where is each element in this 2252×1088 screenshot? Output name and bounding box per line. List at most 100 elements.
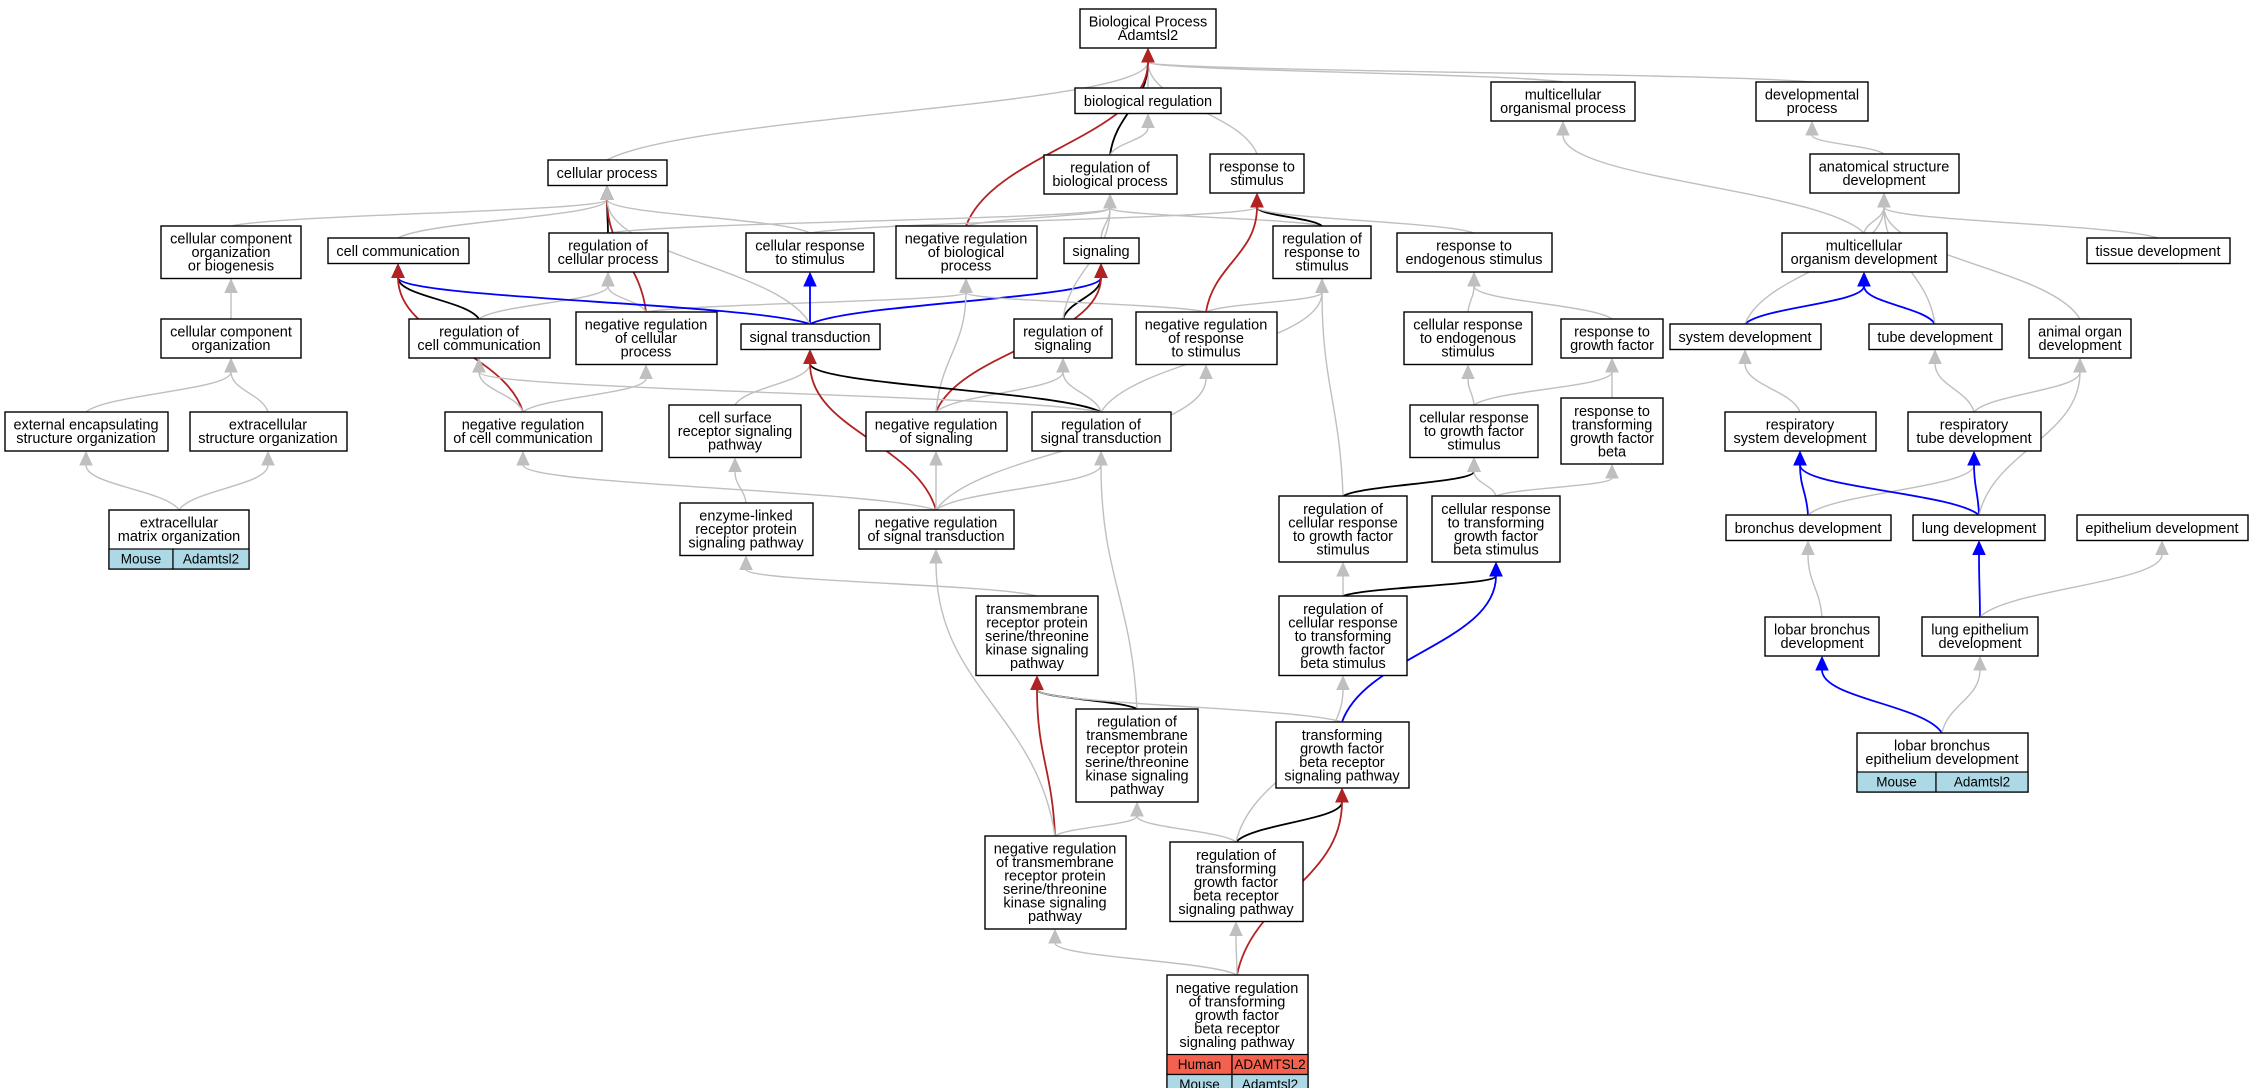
edge-is-a <box>1235 935 1238 976</box>
term-label-line: response to <box>1574 404 1650 420</box>
edge-is-a <box>1467 285 1475 313</box>
edge-positively-regulates <box>397 276 811 325</box>
edge-is-a <box>1147 61 1564 83</box>
term-label-line: developmental <box>1765 87 1859 103</box>
term-label-line: tissue development <box>2096 244 2221 260</box>
edge-arrowhead <box>1048 928 1062 944</box>
term-label-line: of transforming <box>1189 995 1286 1011</box>
term-box <box>1013 318 1113 359</box>
term-label-line: to transforming <box>1295 629 1392 645</box>
term-label-line: of signaling <box>899 431 972 447</box>
term-label-line: cellular response <box>1413 318 1523 334</box>
edge-is-a <box>1934 363 1975 413</box>
edge-arrowhead <box>224 357 238 373</box>
term-label-line: development <box>1938 636 2021 652</box>
term-node-sysdev[interactable]: system development <box>1669 323 1822 351</box>
term-node-cellproc[interactable]: cellular process <box>547 159 668 187</box>
term-node-epidev[interactable]: epithelium development <box>2076 514 2249 542</box>
edge-arrowhead <box>728 457 742 472</box>
term-node-bronchdev[interactable]: bronchus development <box>1725 514 1892 542</box>
edge-arrowhead <box>1141 113 1155 128</box>
term-box <box>1809 153 1960 194</box>
term-label-line: receptor protein <box>986 616 1088 632</box>
edge-is-a <box>745 568 1038 597</box>
edge-arrowhead <box>1336 675 1350 690</box>
term-label-line: external encapsulating <box>13 417 158 433</box>
term-label-line: to growth factor <box>1424 424 1524 440</box>
edge-arrowhead <box>639 364 653 379</box>
term-node-sigtrans[interactable]: signal transduction <box>740 323 881 351</box>
term-node-tissuedev[interactable]: tissue development <box>2086 237 2231 265</box>
term-box <box>444 411 603 452</box>
term-label-line: of biological <box>928 245 1005 261</box>
term-node-lungdev[interactable]: lung development <box>1912 514 2046 542</box>
term-box <box>1075 708 1199 803</box>
edge-is-a <box>1883 206 2159 239</box>
edge-is-a <box>965 291 1207 313</box>
term-box <box>1431 495 1561 563</box>
term-label-line: regulation of <box>1023 324 1104 340</box>
term-box <box>1272 225 1372 280</box>
term-label-line: pathway <box>1110 782 1165 798</box>
term-node-cellcomm[interactable]: cell communication <box>327 237 470 265</box>
term-label-line: growth factor <box>1300 741 1384 757</box>
edge-arrowhead <box>1335 787 1349 803</box>
term-node-signaling[interactable]: signaling <box>1063 237 1140 265</box>
term-label-line: Adamtsl2 <box>1118 28 1178 44</box>
edge-arrowhead <box>1793 450 1807 466</box>
term-box <box>160 225 302 280</box>
term-label-line: negative regulation <box>994 841 1117 857</box>
term-box <box>575 311 718 366</box>
term-node-bioreg[interactable]: biological regulation <box>1074 87 1222 115</box>
term-box <box>1275 721 1410 789</box>
term-node-tubedev[interactable]: tube development <box>1868 323 2003 351</box>
species-label: Human <box>1178 1057 1222 1072</box>
